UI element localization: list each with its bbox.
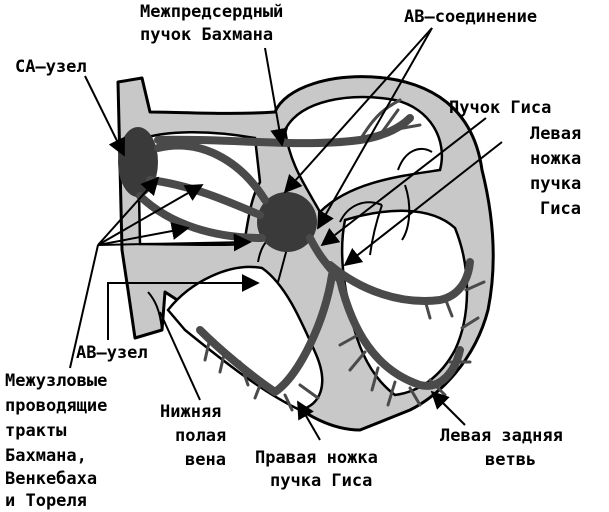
label-internodal-line5: Венкебаха xyxy=(5,469,97,489)
pointer-right-branch xyxy=(297,400,321,441)
right-ventricle-cavity xyxy=(166,265,324,412)
internodal-tract-middle xyxy=(146,176,264,219)
label-internodal-line4: Бахмана, xyxy=(5,446,87,466)
label-left-branch-line2: ножка xyxy=(530,149,581,169)
label-left-branch-line4: Гиса xyxy=(540,199,581,219)
label-internodal-line6: и Тореля xyxy=(5,491,87,511)
internodal-tract-anterior xyxy=(154,141,269,204)
label-left-branch-line1: Левая xyxy=(530,124,581,144)
label-left-branch-line3: пучка xyxy=(530,174,581,194)
pointer-av-junction-2 xyxy=(317,27,433,230)
pointer-internodal-3 xyxy=(97,222,190,246)
pointer-left-posterior xyxy=(430,390,466,426)
pointer-av-junction-1 xyxy=(283,27,433,194)
pointer-left-branch xyxy=(343,141,503,267)
label-left-posterior-line2: ветвь xyxy=(485,450,536,470)
bachmann-branch xyxy=(358,98,422,142)
label-bachmann-line1: Межпредсердный xyxy=(140,2,283,22)
label-internodal-line3: тракты xyxy=(5,421,66,441)
label-right-branch-line2: пучка Гиса xyxy=(270,471,372,491)
left-posterior-branch xyxy=(336,276,464,390)
label-av-junction: АВ–соединение xyxy=(404,7,537,27)
pointer-ivc xyxy=(159,311,201,401)
label-sa-node: СА–узел xyxy=(15,57,87,77)
label-ivc-line3: вена xyxy=(185,450,226,470)
label-ivc-line2: полая xyxy=(175,426,226,446)
label-right-branch-line1: Правая ножка xyxy=(255,448,378,468)
label-bachmann-line2: пучок Бахмана xyxy=(140,25,273,45)
label-ivc-line1: Нижняя xyxy=(160,402,221,422)
pointer-internodal-4 xyxy=(97,233,252,252)
av-node xyxy=(257,192,317,252)
left-bundle-branch xyxy=(326,258,474,305)
label-internodal-line2: проводящие xyxy=(5,396,107,416)
label-left-posterior-line1: Левая задняя xyxy=(440,426,563,446)
pointer-internodal-5 xyxy=(69,244,99,369)
pointer-av-node xyxy=(107,274,260,340)
mitral-valve xyxy=(339,201,383,256)
purkinje-fibers xyxy=(203,280,486,412)
pointer-internodal-1 xyxy=(97,176,160,246)
label-av-node: АВ–узел xyxy=(76,343,148,363)
sa-node xyxy=(118,127,158,197)
pointer-his-bundle xyxy=(320,117,487,247)
pointer-bachmann xyxy=(264,47,289,147)
label-his-bundle: Пучок Гиса xyxy=(449,98,551,118)
pointer-sa-node xyxy=(84,75,125,157)
right-bundle-branch xyxy=(196,271,336,396)
pointer-internodal-2 xyxy=(97,184,204,246)
label-internodal-line1: Межузловые xyxy=(5,371,107,391)
ivc-opening xyxy=(147,291,163,331)
